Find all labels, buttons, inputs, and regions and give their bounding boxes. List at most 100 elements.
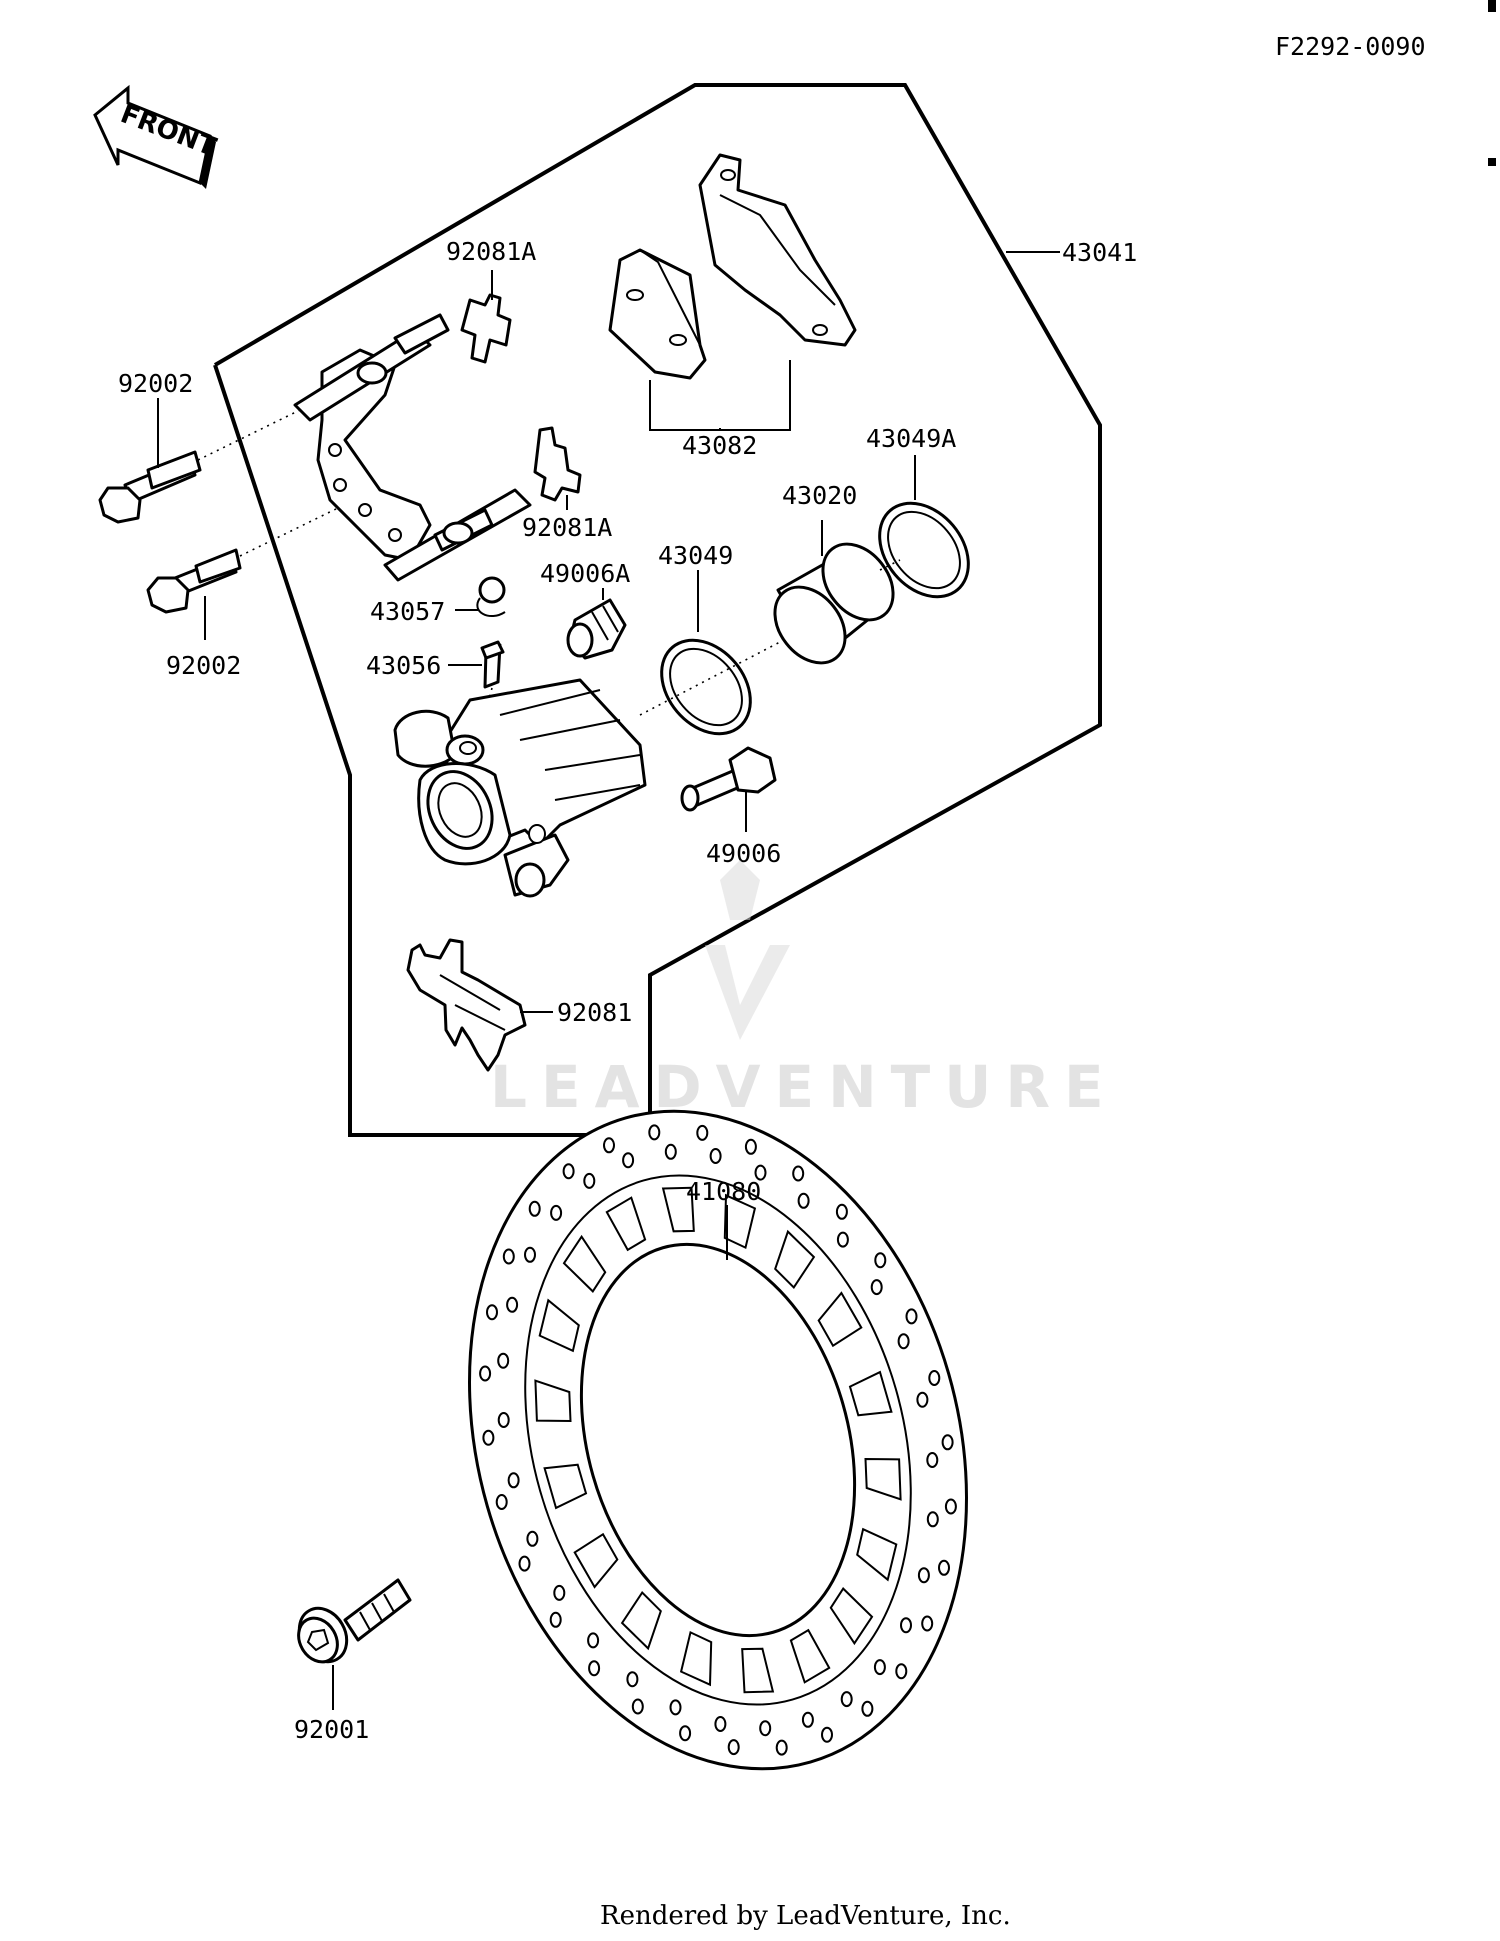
drill-hole bbox=[528, 1200, 541, 1217]
vent-window bbox=[864, 1457, 902, 1501]
drill-hole bbox=[495, 1494, 508, 1510]
vent-window bbox=[620, 1591, 662, 1651]
drill-hole bbox=[836, 1231, 849, 1248]
drill-hole bbox=[669, 1699, 682, 1716]
vent-window bbox=[543, 1463, 588, 1510]
bolt-upper bbox=[98, 450, 202, 524]
vent-window bbox=[829, 1587, 874, 1646]
drill-hole bbox=[518, 1555, 531, 1572]
vent-window bbox=[679, 1630, 713, 1687]
pin-bolt bbox=[680, 746, 777, 812]
callout-92002-upper: 92002 bbox=[118, 369, 193, 398]
callout-49006: 49006 bbox=[706, 839, 781, 868]
footer-credit: Rendered by LeadVenture, Inc. bbox=[600, 1901, 1011, 1931]
callout-43049a: 43049A bbox=[866, 424, 956, 453]
drill-hole bbox=[603, 1137, 615, 1154]
piston-seal bbox=[660, 638, 752, 736]
drill-hole bbox=[821, 1726, 833, 1743]
disc-drill-holes bbox=[479, 1124, 957, 1756]
vent-window bbox=[534, 1379, 572, 1423]
drill-hole bbox=[664, 1143, 677, 1160]
drill-hole bbox=[497, 1352, 510, 1369]
diagram-code: F2292-0090 bbox=[1275, 32, 1426, 61]
drill-hole bbox=[744, 1138, 757, 1155]
drill-hole bbox=[754, 1164, 767, 1181]
disc-bolt bbox=[297, 1578, 412, 1664]
bolt-lower bbox=[146, 548, 242, 614]
callout-43057: 43057 bbox=[370, 597, 445, 626]
drill-hole bbox=[679, 1725, 692, 1742]
vent-window bbox=[562, 1234, 607, 1293]
drill-hole bbox=[631, 1698, 644, 1715]
drill-hole bbox=[874, 1252, 887, 1269]
drill-hole bbox=[482, 1429, 495, 1446]
callout-49006a: 49006A bbox=[540, 559, 630, 588]
edge-mark-mid bbox=[1488, 158, 1496, 166]
leadventure-watermark-logo bbox=[705, 860, 790, 1040]
callout-43056: 43056 bbox=[366, 651, 441, 680]
drill-hole bbox=[941, 1434, 954, 1451]
callout-92001: 92001 bbox=[294, 1715, 369, 1744]
drill-hole bbox=[648, 1124, 661, 1141]
caliper-bracket bbox=[293, 313, 532, 582]
drill-hole bbox=[905, 1308, 918, 1325]
boot-49006a bbox=[566, 598, 627, 660]
drill-hole bbox=[797, 1192, 810, 1209]
caliper-assembly-outline bbox=[213, 83, 1102, 1137]
drill-hole bbox=[921, 1615, 934, 1632]
drill-hole bbox=[926, 1511, 939, 1528]
drill-hole bbox=[928, 1370, 941, 1386]
drill-hole bbox=[801, 1711, 814, 1728]
disc-windows bbox=[534, 1186, 902, 1694]
drill-hole bbox=[835, 1203, 848, 1220]
callout-92081a-upper: 92081A bbox=[446, 237, 536, 266]
drill-hole bbox=[549, 1611, 562, 1628]
watermark: LEADVENTURE bbox=[490, 1053, 1118, 1121]
drill-hole bbox=[759, 1720, 772, 1737]
vent-window bbox=[856, 1527, 898, 1582]
pad-spring-upper bbox=[460, 293, 512, 364]
front-arrow-icon: FRONT bbox=[93, 84, 220, 189]
drill-hole bbox=[550, 1204, 563, 1221]
drill-hole bbox=[938, 1559, 950, 1576]
vent-window bbox=[848, 1370, 893, 1417]
drill-hole bbox=[926, 1452, 939, 1468]
pad-spring-mid bbox=[533, 426, 582, 502]
bleeder-cap bbox=[476, 576, 506, 617]
brake-pads bbox=[608, 153, 857, 380]
drill-hole bbox=[588, 1660, 601, 1677]
drill-hole bbox=[900, 1617, 912, 1634]
dust-seal bbox=[878, 501, 970, 599]
drill-hole bbox=[897, 1333, 910, 1350]
callout-92081: 92081 bbox=[557, 998, 632, 1027]
drill-hole bbox=[696, 1124, 709, 1141]
drill-hole bbox=[840, 1691, 853, 1708]
drill-hole bbox=[562, 1163, 575, 1180]
vent-window bbox=[573, 1532, 619, 1589]
drill-hole bbox=[583, 1172, 596, 1189]
vent-window bbox=[661, 1186, 695, 1233]
callout-41080: 41080 bbox=[686, 1177, 761, 1206]
edge-mark-top bbox=[1488, 0, 1496, 12]
vent-window bbox=[774, 1229, 816, 1289]
drill-hole bbox=[526, 1530, 539, 1547]
drill-hole bbox=[502, 1248, 515, 1265]
drill-hole bbox=[895, 1663, 908, 1680]
drill-hole bbox=[507, 1472, 520, 1489]
vent-window bbox=[741, 1647, 775, 1694]
vent-window bbox=[817, 1291, 863, 1348]
callout-43082: 43082 bbox=[682, 431, 757, 460]
drill-hole bbox=[944, 1498, 957, 1515]
drill-hole bbox=[626, 1671, 639, 1688]
drill-hole bbox=[917, 1567, 930, 1584]
piston bbox=[773, 542, 895, 665]
callout-92081a-mid: 92081A bbox=[522, 513, 612, 542]
drill-hole bbox=[506, 1296, 519, 1313]
drill-hole bbox=[622, 1152, 635, 1169]
vent-window bbox=[605, 1196, 647, 1252]
drill-hole bbox=[870, 1279, 883, 1296]
brake-disc bbox=[468, 1109, 968, 1771]
drill-hole bbox=[775, 1739, 788, 1756]
drill-hole bbox=[524, 1246, 536, 1263]
